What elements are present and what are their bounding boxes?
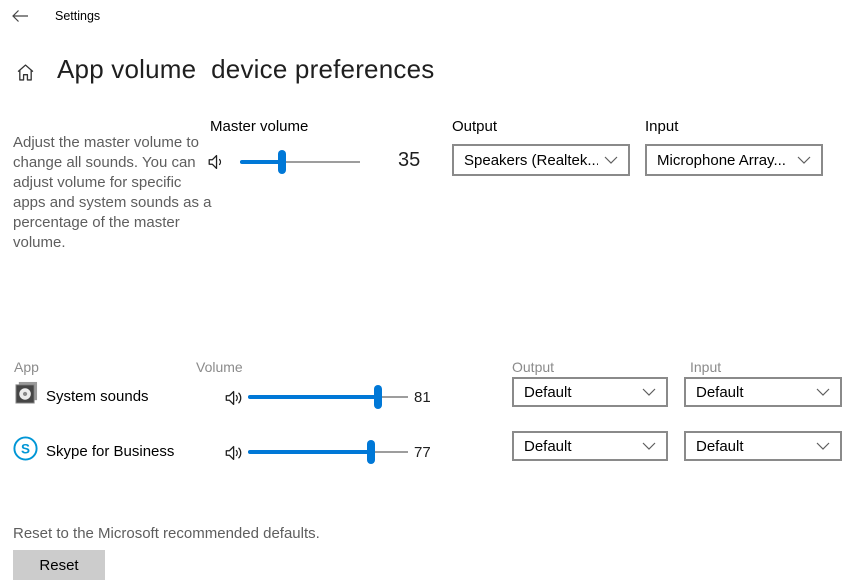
output-label: Output [452,118,498,135]
app-input-selected: Default [696,437,744,455]
input-label: Input [645,118,679,135]
reset-description: Reset to the Microsoft recommended defau… [13,525,320,542]
slider-track[interactable] [240,161,360,163]
back-button[interactable] [6,4,34,28]
app-input-dropdown[interactable]: Default [684,431,842,461]
slider-thumb[interactable] [373,385,382,409]
svg-text:S: S [21,441,30,456]
chevron-down-icon [604,156,618,164]
chevron-down-icon [642,442,656,450]
speaker-icon [224,387,246,414]
app-volume-slider[interactable] [248,385,408,409]
speaker-icon [224,442,246,469]
home-icon [17,63,33,81]
system-sounds-icon [15,381,38,409]
chevron-down-icon [816,442,830,450]
app-output-dropdown[interactable]: Default [512,431,668,461]
input-device-selected: Microphone Array... [657,151,786,169]
reset-button[interactable]: Reset [13,550,105,580]
app-output-selected: Default [524,383,572,401]
chevron-down-icon [816,388,830,396]
column-header-app: App [14,359,39,375]
master-volume-value: 35 [398,149,421,171]
input-device-dropdown[interactable]: Microphone Array... [645,144,823,176]
app-output-selected: Default [524,437,572,455]
slider-fill [240,160,282,164]
slider-fill [248,395,378,399]
column-header-input: Input [690,359,722,375]
app-volume-value: 81 [414,389,431,406]
back-arrow-icon [12,10,28,22]
column-header-volume: Volume [196,359,243,375]
app-input-dropdown[interactable]: Default [684,377,842,407]
chevron-down-icon [797,156,811,164]
page-description: Adjust the master volume to change all s… [13,134,212,251]
column-header-output: Output [512,359,555,375]
output-device-dropdown[interactable]: Speakers (Realtek... [452,144,630,176]
app-name: System sounds [46,388,149,405]
app-name: Skype for Business [46,443,175,460]
app-volume-value: 77 [414,444,431,461]
home-button[interactable] [12,59,38,85]
page-title: App volume device preferences [57,54,435,84]
slider-fill [248,450,372,454]
slider-thumb[interactable] [278,150,286,174]
output-device-selected: Speakers (Realtek... [464,151,598,169]
master-volume-label: Master volume [210,118,309,135]
skype-for-business-icon: S [12,435,39,467]
speaker-icon [206,151,228,178]
window-title: Settings [55,9,101,23]
app-volume-slider[interactable] [248,440,408,464]
chevron-down-icon [642,388,656,396]
app-output-dropdown[interactable]: Default [512,377,668,407]
master-volume-slider[interactable] [240,150,360,174]
app-input-selected: Default [696,383,744,401]
slider-thumb[interactable] [367,440,376,464]
